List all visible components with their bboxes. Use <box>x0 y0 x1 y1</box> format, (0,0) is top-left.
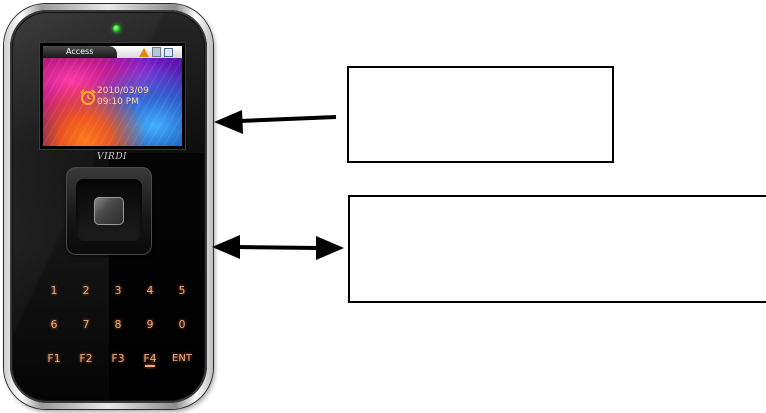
screen-arrow <box>214 110 337 134</box>
status-icons <box>139 47 173 57</box>
status-bar: Access <box>43 46 182 58</box>
alarm-clock-icon <box>80 89 96 105</box>
key-8[interactable]: 8 <box>114 318 122 331</box>
sensor-callout-box <box>348 195 766 303</box>
key-f4[interactable]: F4 <box>136 350 164 368</box>
key-f2[interactable]: F2 <box>79 352 93 365</box>
key-1[interactable]: 1 <box>50 284 58 297</box>
brand-logo: VIRDI <box>97 152 128 162</box>
key-4[interactable]: 4 <box>146 284 154 297</box>
time-display: 09:10 PM <box>97 97 139 107</box>
key-5[interactable]: 5 <box>178 284 186 297</box>
key-9[interactable]: 9 <box>146 318 154 331</box>
key-3[interactable]: 3 <box>114 284 122 297</box>
back-arrow-icon <box>145 365 155 367</box>
key-ent[interactable]: ENT <box>172 353 192 364</box>
wallpaper <box>43 46 182 146</box>
status-tab: Access <box>43 46 117 58</box>
device-bezel: Access <box>10 10 207 403</box>
device-face: Access <box>13 13 204 400</box>
screen-callout-box <box>347 66 614 163</box>
card-icon <box>152 47 161 57</box>
fingerprint-sensor-housing <box>66 167 152 255</box>
key-7[interactable]: 7 <box>82 318 90 331</box>
screen-title: Access <box>66 47 94 56</box>
key-f4-label: F4 <box>143 352 157 365</box>
fingerprint-terminal: Access <box>4 4 213 409</box>
fingerprint-sensor-well <box>76 179 142 241</box>
lcd-screen: Access <box>43 46 182 146</box>
warning-icon <box>139 47 149 57</box>
network-icon <box>164 47 173 57</box>
key-6[interactable]: 6 <box>50 318 58 331</box>
key-f1[interactable]: F1 <box>47 352 61 365</box>
key-2[interactable]: 2 <box>82 284 90 297</box>
key-f3[interactable]: F3 <box>111 352 125 365</box>
date-display: 2010/03/09 <box>97 86 149 96</box>
side-double-arrow <box>212 235 344 260</box>
lcd-screen-frame: Access <box>39 42 186 150</box>
key-0[interactable]: 0 <box>178 318 186 331</box>
fingerprint-sensor[interactable] <box>94 197 124 225</box>
status-led <box>113 25 120 32</box>
